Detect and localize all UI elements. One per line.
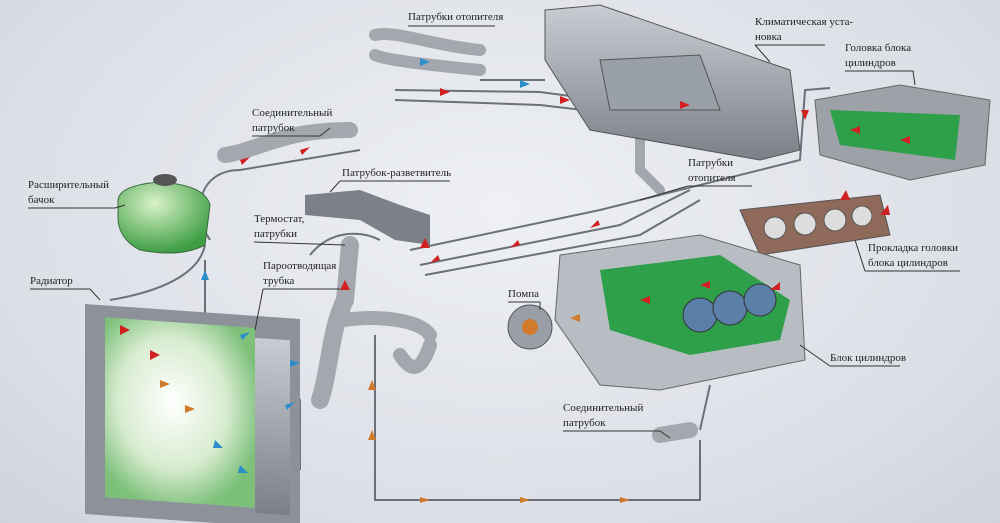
water-pump (507, 304, 553, 350)
branch-pipe (305, 190, 430, 245)
label-thermostat-line1: Термостат, (254, 213, 305, 225)
label-vent-pipe-line1: Пароотводящая (263, 260, 337, 272)
cylinder-block (554, 234, 806, 391)
label-cylinder-head-line1: Головка блока (845, 42, 912, 54)
radiator (85, 303, 300, 523)
label-branch-pipe: Патрубок-разветвитель (342, 167, 452, 179)
label-connecting-hose-bottom-line1: Соединительный (563, 402, 644, 414)
label-climate-unit-line1: Климатическая уста- (755, 16, 854, 28)
label-climate-unit-line2: новка (755, 31, 782, 43)
label-heater-hoses-mid-line2: отопителя (688, 172, 736, 184)
climate-unit (544, 4, 801, 161)
label-cylinder-block: Блок цилиндров (830, 352, 907, 364)
label-thermostat-line2: патрубки (254, 228, 297, 240)
label-head-gasket-line1: Прокладка головки (868, 242, 959, 254)
leader-lines (28, 25, 960, 439)
label-heater-hoses-mid-line1: Патрубки (688, 157, 734, 169)
label-connecting-hose-bottom-line2: патрубок (563, 417, 606, 429)
label-expansion-tank-line1: Расширительный (28, 179, 109, 191)
label-cylinder-head-line2: цилиндров (845, 57, 896, 69)
gasket-bores (763, 205, 873, 240)
label-heater-hoses-top: Патрубки отопителя (408, 11, 504, 23)
label-vent-pipe-line2: трубка (263, 275, 295, 287)
label-radiator: Радиатор (30, 275, 73, 287)
label-pump: Помпа (508, 288, 539, 300)
label-connecting-hose-top-line1: Соединительный (252, 107, 333, 119)
label-connecting-hose-top-line2: патрубок (252, 122, 295, 134)
label-expansion-tank-line2: бачок (28, 194, 55, 206)
expansion-tank (117, 174, 211, 254)
flow-arrows (120, 58, 910, 503)
label-head-gasket-line2: блока цилиндров (868, 257, 948, 269)
cylinder-head (814, 84, 991, 181)
